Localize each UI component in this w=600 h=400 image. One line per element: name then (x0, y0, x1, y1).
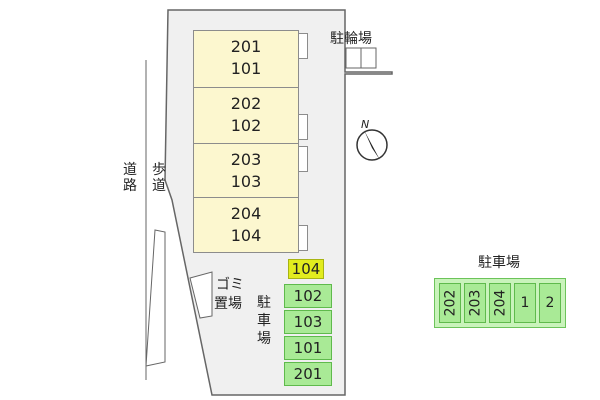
parking-slot-103[interactable]: 103 (284, 310, 332, 334)
sidewalk-label: 歩道 (152, 162, 166, 194)
compass-needle-icon (364, 130, 380, 160)
unit-entrance (298, 33, 308, 59)
unit-upper-number: 203 (230, 150, 262, 169)
bicycle-parking-label: 駐輪場 (330, 31, 372, 47)
unit-block-201-101[interactable]: 201 101 (193, 30, 299, 88)
parking-label: 駐車場 (257, 295, 271, 347)
second-parking-lot: 202 203 204 1 2 (434, 278, 566, 328)
unit-lower-number: 101 (230, 59, 262, 78)
road-label: 道路 (123, 162, 137, 194)
unit-block-202-102[interactable]: 202 102 (193, 87, 299, 144)
unit-lower-number: 104 (230, 226, 262, 245)
parking-slot-1[interactable]: 1 (514, 283, 536, 323)
trash-station-area (189, 271, 213, 319)
unit-lower-number: 102 (230, 116, 262, 135)
parking-slot-2[interactable]: 2 (539, 283, 561, 323)
trash-label-line1: ゴミ (216, 277, 244, 293)
parking-slot-202[interactable]: 202 (439, 283, 461, 323)
unit-entrance (298, 225, 308, 251)
unit-block-204-104[interactable]: 204 104 (193, 197, 299, 253)
unit-entrance (298, 114, 308, 140)
unit-lower-number: 103 (230, 172, 262, 191)
trash-label-line2: 置場 (214, 296, 242, 312)
unit-upper-number: 204 (230, 204, 262, 223)
parking-area: 104 102 103 101 201 (282, 256, 332, 386)
parking-slot-101[interactable]: 101 (284, 336, 332, 360)
unit-upper-number: 201 (230, 37, 262, 56)
parking-slot-201[interactable]: 201 (284, 362, 332, 386)
unit-block-203-103[interactable]: 203 103 (193, 143, 299, 198)
second-lot-title: 駐車場 (478, 255, 520, 271)
parking-slot-203[interactable]: 203 (464, 283, 486, 323)
sidewalk-edge (145, 229, 166, 367)
north-label: N (361, 118, 370, 131)
parking-slot-104[interactable]: 104 (288, 259, 324, 279)
unit-entrance (298, 146, 308, 172)
unit-upper-number: 202 (230, 94, 262, 113)
parking-slot-102[interactable]: 102 (284, 284, 332, 308)
parking-slot-204[interactable]: 204 (489, 283, 511, 323)
